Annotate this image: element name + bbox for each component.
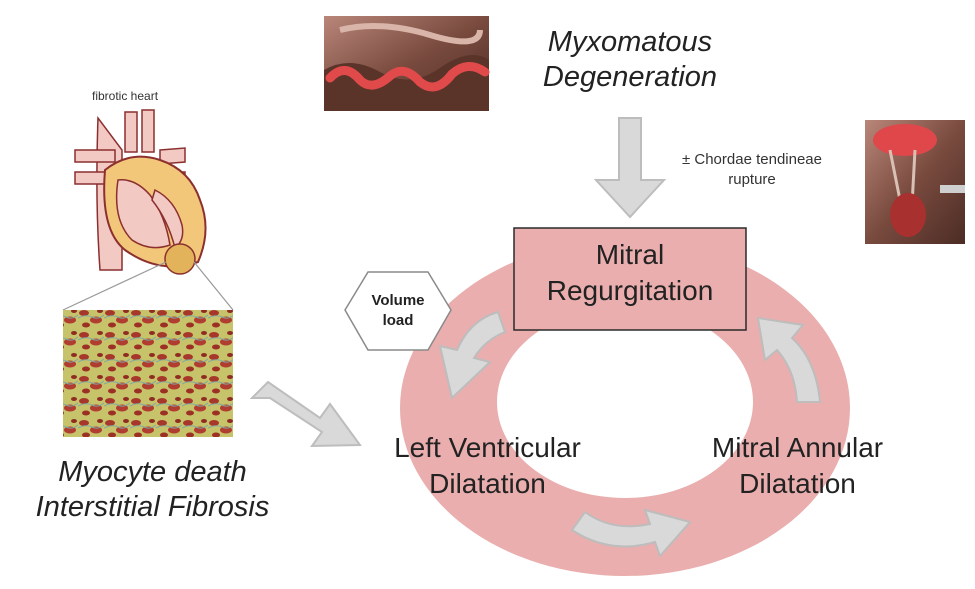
curved-arrow-icon <box>438 310 507 400</box>
volume-load-label: Volume load <box>371 292 425 330</box>
myxomatous-valve-photo <box>324 16 490 111</box>
down-arrow-icon <box>593 117 667 219</box>
chordae-rupture-label: ± Chordae tendineae rupture <box>681 151 822 189</box>
chordae-rupture-photo <box>865 120 965 244</box>
myocyte-fibrosis-label: Myocyte death Interstitial Fibrosis <box>35 456 270 524</box>
mitral-regurgitation-box <box>513 227 747 331</box>
heart-caption: fibrotic heart <box>92 89 159 103</box>
curved-arrow-icon <box>570 508 692 558</box>
diagonal-arrow-icon <box>249 380 362 448</box>
lv-dilatation-label: Left Ventricular Dilatation <box>394 432 581 500</box>
myxomatous-degeneration-label: Myxomatous Degeneration <box>542 26 718 94</box>
volume-load-hexagon <box>344 271 452 351</box>
mitral-regurgitation-label: Mitral Regurgitation <box>546 239 714 307</box>
histology-image <box>63 310 233 437</box>
fibrotic-heart-illustration <box>74 109 207 275</box>
annular-dilatation-label: Mitral Annular Dilatation <box>711 432 884 500</box>
curved-arrow-icon <box>756 316 822 403</box>
